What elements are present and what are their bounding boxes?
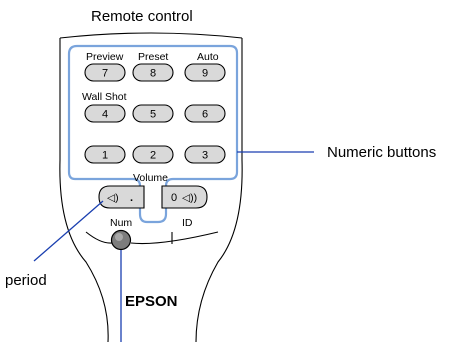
- volume-label: Volume: [133, 172, 168, 184]
- num-button[interactable]: [110, 229, 132, 251]
- preset-label: Preset: [138, 51, 168, 63]
- key-5[interactable]: 5: [132, 104, 174, 123]
- key-1[interactable]: 1: [84, 145, 126, 164]
- period-symbol: .: [130, 192, 133, 204]
- preview-label: Preview: [86, 51, 124, 63]
- id-label: ID: [182, 217, 193, 229]
- wall-shot-label: Wall Shot: [82, 91, 127, 103]
- key-8-label: 8: [150, 68, 156, 80]
- key-6-label: 6: [202, 109, 208, 121]
- key-9-label: 9: [202, 68, 208, 80]
- volume-up-button[interactable]: 0 ◁)): [161, 185, 208, 209]
- key-4[interactable]: 4: [84, 104, 126, 123]
- key-5-label: 5: [150, 109, 156, 121]
- volume-down-button[interactable]: ◁) .: [98, 185, 145, 209]
- key-4-label: 4: [102, 109, 108, 121]
- key-6[interactable]: 6: [184, 104, 226, 123]
- speaker-up-icon: ◁)): [182, 192, 197, 204]
- auto-label: Auto: [197, 51, 219, 63]
- key-8[interactable]: 8: [132, 63, 174, 82]
- key-9[interactable]: 9: [184, 63, 226, 82]
- key-3-label: 3: [202, 150, 208, 162]
- numeric-buttons-callout: Numeric buttons: [327, 144, 436, 161]
- remote-body-top-edge: [59, 32, 243, 39]
- zero-symbol: 0: [171, 192, 177, 204]
- num-label: Num: [110, 217, 132, 229]
- key-7[interactable]: 7: [84, 63, 126, 82]
- key-3[interactable]: 3: [184, 145, 226, 164]
- key-2[interactable]: 2: [132, 145, 174, 164]
- key-1-label: 1: [102, 150, 108, 162]
- period-callout: period: [5, 272, 47, 289]
- period-leader: [33, 200, 104, 262]
- key-7-label: 7: [102, 68, 108, 80]
- num-button-groove-left: [85, 231, 113, 244]
- remote-body-left-edge: [59, 38, 109, 342]
- remote-body-right-edge: [195, 38, 243, 342]
- numeric-buttons-highlight: [67, 44, 239, 224]
- epson-logo: EPSON: [125, 293, 178, 310]
- key-2-label: 2: [150, 150, 156, 162]
- num-button-groove-right: [130, 231, 219, 245]
- speaker-down-icon: ◁): [107, 192, 119, 204]
- diagram-title: Remote control: [91, 8, 193, 25]
